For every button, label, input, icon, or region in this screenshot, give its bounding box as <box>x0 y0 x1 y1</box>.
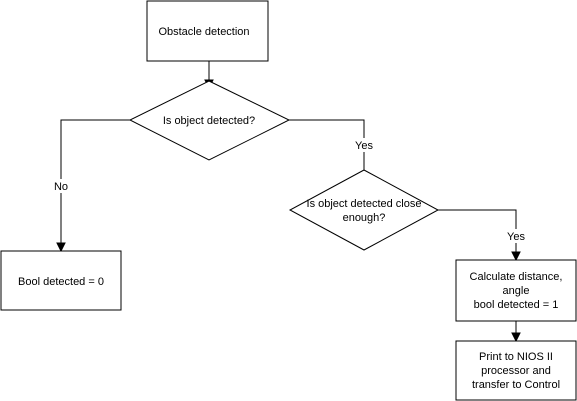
node-obstacle-detection: Obstacle detection <box>146 0 269 62</box>
edge-label-yes-2: Yes <box>507 231 525 243</box>
edge-label-yes-1: Yes <box>355 140 373 152</box>
edge-label-no: No <box>54 181 68 193</box>
node-print-nios-label-line-1: Print to NIOS II <box>479 351 553 363</box>
node-is-close-enough-label-line-2: enough? <box>343 212 386 224</box>
edge-yes-to-close-enough: Yes <box>289 119 376 193</box>
node-print-nios-label-line-2: processor and <box>481 365 551 377</box>
node-calculate-label-line-3: bool detected = 1 <box>474 299 559 311</box>
node-is-close-enough-label-line-1: Is object detected close <box>307 198 422 210</box>
node-bool-detected-0: Bool detected = 0 <box>0 250 122 311</box>
node-is-object-detected-label: Is object detected? <box>163 115 255 127</box>
node-calculate-label-line-2: angle <box>503 285 530 297</box>
edge-yes-to-calculate: Yes <box>438 209 528 262</box>
node-is-close-enough: Is object detected close enough? <box>288 169 440 251</box>
edge-no-to-bool-zero: No <box>51 119 130 253</box>
node-calculate: Calculate distance, angle bool detected … <box>455 259 577 322</box>
node-is-object-detected: Is object detected? <box>128 80 291 161</box>
node-obstacle-detection-label: Obstacle detection <box>158 26 249 38</box>
node-print-nios: Print to NIOS II processor and transfer … <box>455 340 577 401</box>
edge-calculate-to-print <box>511 321 521 343</box>
node-print-nios-label-line-3: transfer to Control <box>472 379 560 391</box>
node-bool-detected-0-label: Bool detected = 0 <box>18 276 104 288</box>
node-calculate-label-line-1: Calculate distance, <box>470 271 563 283</box>
